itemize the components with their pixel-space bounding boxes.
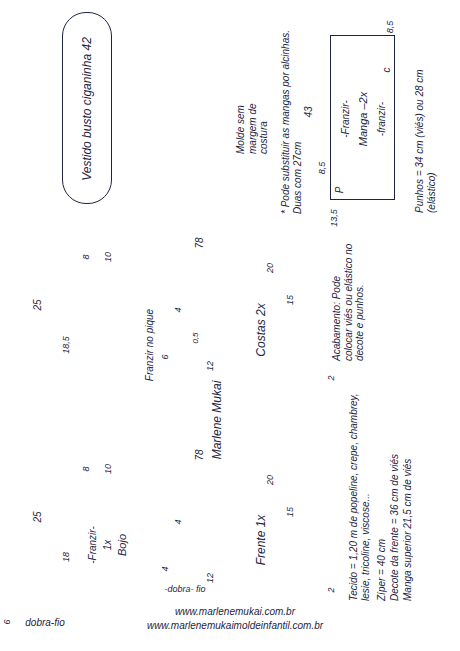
piece-label: 1x	[102, 539, 114, 552]
dimension-label: 15	[285, 294, 295, 306]
dimension-label: 25	[32, 298, 44, 311]
point-letter: P	[334, 186, 346, 195]
note-text: Punhos = 34 cm (viés) ou 28 cm (elástico…	[414, 26, 437, 214]
fold-label: -dobra- fio	[163, 584, 206, 594]
signature: Marlene Mukai	[211, 380, 225, 461]
dimension-label: 18	[61, 551, 71, 563]
piece-label: -franzir-	[376, 101, 388, 137]
note-text: * Pode substituir as mangas por alcinhas…	[280, 21, 303, 215]
piece-label: Bojo	[116, 533, 129, 557]
dimension-label: 8	[81, 253, 91, 260]
sleeve-pattern-piece: -Franzir- Manga –2x -franzir-	[330, 35, 395, 200]
dimension-label: 6	[2, 618, 12, 625]
website-url: www.marlenemukai.com.br	[174, 606, 296, 618]
dimension-label: 13,5	[329, 208, 339, 228]
dimension-label: 15	[285, 506, 295, 518]
dimension-label: 43	[303, 105, 315, 118]
piece-label: Franzir no pique	[144, 308, 156, 382]
dimension-label: 6	[160, 353, 170, 360]
dimension-label: 18,5	[61, 335, 71, 355]
dimension-label: 78	[194, 236, 206, 249]
title-text: Vestido busto ciganinha 42	[81, 36, 95, 182]
dimension-label: 20	[265, 262, 275, 274]
piece-label: Manga –2x	[357, 91, 370, 147]
note-text: Manga superior 21,5 cm de viés	[402, 378, 414, 602]
note-text: Acabamento: Pode colocar viés ou elástic…	[331, 242, 366, 362]
dimension-label: 4	[160, 565, 170, 572]
dimension-label: 12	[205, 572, 215, 584]
piece-label: Costas 2x	[255, 302, 269, 357]
note-text: Zíper = 40 cm	[376, 378, 388, 602]
piece-label: Frente 1x	[255, 514, 269, 567]
website-url: www.marlenemukaimoldeinfantil.com.br	[146, 620, 324, 632]
dimension-label: 4	[173, 518, 183, 525]
dimension-label: 78	[194, 448, 206, 461]
title-cloud: Vestido busto ciganinha 42	[62, 12, 112, 204]
dimension-label: 0,5	[191, 331, 200, 344]
bodice-yoke-piece: -Franzir-1xBojo	[75, 462, 135, 600]
dimension-label: 4	[173, 306, 183, 313]
note-text: Decote da frente = 36 cm de viés	[389, 378, 401, 602]
fold-label: dobra-fio	[24, 617, 65, 629]
back-pattern-piece: Franzir no pique Costas 2x	[75, 250, 320, 385]
front-pattern-piece: Frente 1x -Franzir-1xBojo	[75, 462, 320, 600]
piece-label: -Franzir-	[340, 99, 352, 139]
dimension-label: 2	[326, 374, 336, 381]
dimension-label: 10	[103, 463, 113, 475]
dimension-label: 25	[32, 510, 44, 523]
point-letter: c	[381, 67, 393, 74]
dimension-label: 2	[326, 586, 336, 593]
dimension-label: 8	[81, 465, 91, 472]
piece-label: -Franzir-	[87, 525, 99, 565]
dimension-label: 20	[265, 474, 275, 486]
note-text: Tecido = 1,20 m de popeline, crepe, cham…	[348, 378, 371, 602]
dimension-label: 8,5	[385, 20, 395, 35]
note-text: Molde sem margem de costura	[235, 81, 270, 155]
dimension-label: 8,5	[317, 161, 327, 176]
dimension-label: 12	[205, 360, 215, 372]
dimension-label: 10	[103, 251, 113, 263]
